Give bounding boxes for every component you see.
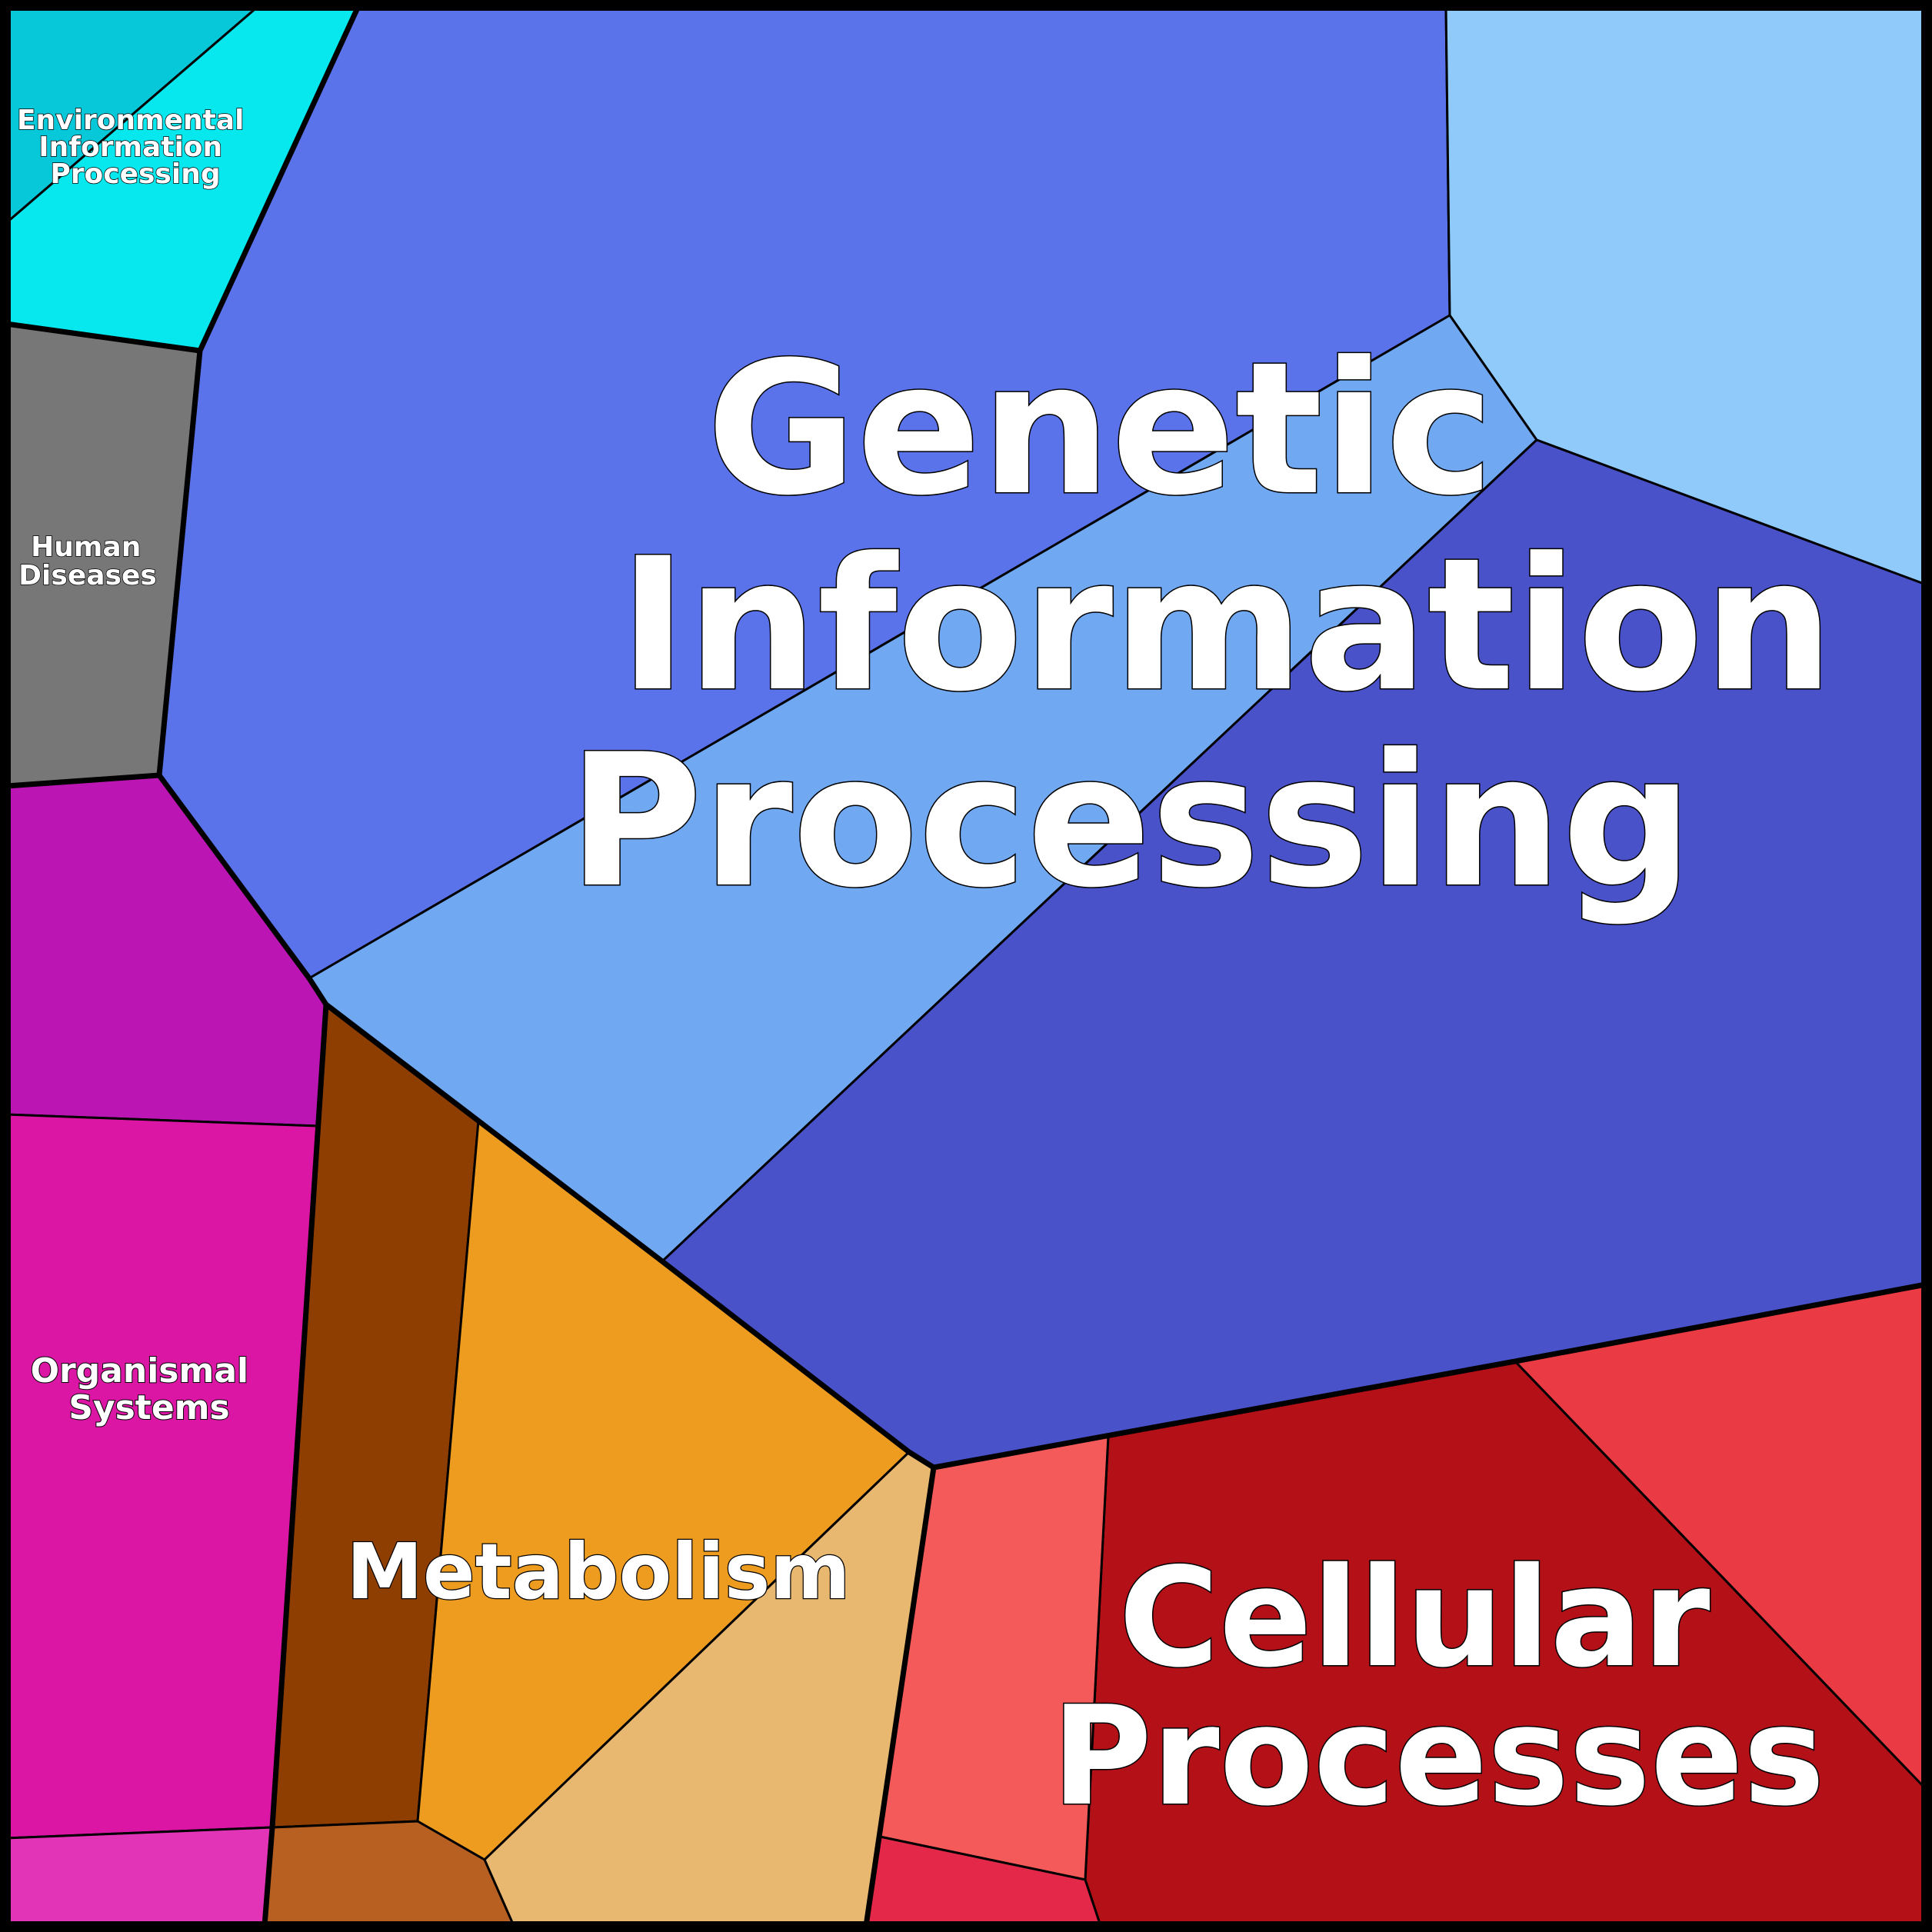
organismal-label-line-2: Systems xyxy=(68,1388,229,1427)
human-diseases-label-line-1: Human xyxy=(31,531,141,563)
group-border-line xyxy=(3,772,162,789)
group-border-line xyxy=(3,321,203,354)
environmental-label-line-2: Information xyxy=(38,132,222,163)
cellular-label-line-1: Cellular xyxy=(1119,1538,1710,1697)
environmental-information-processing-label: Environmental Information Processing xyxy=(17,105,254,190)
organismal-cell-b xyxy=(5,1113,319,1840)
genetic-label-line-1: Genetic xyxy=(707,323,1494,536)
human-diseases-label-line-2: Diseases xyxy=(18,560,157,591)
cellular-processes-label: Cellular Processes xyxy=(1051,1538,1824,1836)
group-borders xyxy=(3,3,1929,1929)
genetic-information-processing-label: Genetic Information Processing xyxy=(568,323,1897,928)
human-diseases-label: Human Diseases xyxy=(18,531,157,591)
cells-layer xyxy=(5,5,1927,1927)
group-border-line xyxy=(261,1001,329,1929)
cellular-label-line-2: Processes xyxy=(1051,1677,1824,1836)
group-border-line xyxy=(863,1464,937,1929)
metabolism-label: Metabolism xyxy=(346,1527,850,1617)
group-border-line xyxy=(156,3,1929,1471)
genetic-label-line-2: Information xyxy=(619,519,1834,732)
genetic-label-line-3: Processing xyxy=(568,715,1694,928)
organismal-cell-c xyxy=(5,1826,274,1927)
organismal-systems-label: Organismal Systems xyxy=(31,1351,261,1427)
metabolism-label-line-1: Metabolism xyxy=(346,1527,850,1617)
environmental-label-line-3: Processing xyxy=(50,158,220,190)
organismal-label-line-1: Organismal xyxy=(31,1351,249,1391)
environmental-label-line-1: Environmental xyxy=(17,105,245,136)
